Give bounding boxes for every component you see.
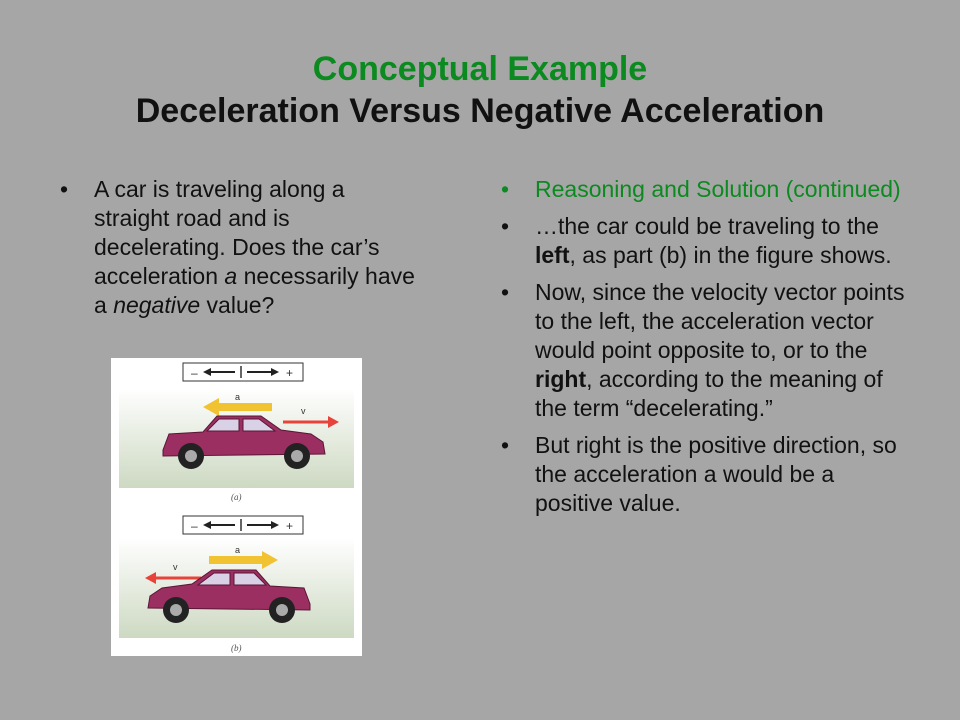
car-b: [147, 569, 311, 623]
question-list: A car is traveling along a straight road…: [57, 175, 417, 320]
solution-text: Now, since the velocity vector points to…: [535, 279, 905, 363]
solution-list: Reasoning and Solution (continued) …the …: [498, 175, 918, 526]
axis-box-b: [182, 515, 304, 535]
axis-right-arrowhead-b: [271, 521, 279, 529]
accel-label-b: a: [235, 545, 240, 555]
solution-bullet-2: Now, since the velocity vector points to…: [498, 278, 918, 423]
question-italic-negative: negative: [113, 292, 201, 318]
solution-bold-right: right: [535, 366, 587, 392]
car-figure-svg: – + a v (a) – +: [119, 362, 354, 653]
solution-bullet-3: But right is the positive direction, so …: [498, 431, 918, 518]
reasoning-heading-bullet: Reasoning and Solution (continued): [498, 175, 918, 204]
axis-minus-a: –: [191, 366, 198, 380]
title-line-2: Deceleration Versus Negative Acceleratio…: [135, 92, 825, 130]
axis-plus-b: +: [286, 519, 293, 533]
axis-box-a: [182, 362, 304, 382]
question-text-3: value?: [200, 292, 275, 318]
velocity-label-b: v: [173, 562, 178, 572]
caption-a: (a): [231, 492, 242, 502]
title-line-1: Conceptual Example: [312, 50, 648, 88]
question-bullet: A car is traveling along a straight road…: [57, 175, 417, 320]
accel-arrow-head-b: [262, 551, 278, 569]
accel-label-a: a: [235, 392, 240, 402]
velocity-arrow-head-a: [328, 416, 339, 428]
car-a: [162, 415, 326, 469]
car-figure: – + a v (a) – +: [111, 358, 362, 656]
axis-plus-a: +: [286, 366, 293, 380]
slide-title: Conceptual Example Deceleration Versus N…: [0, 48, 960, 132]
axis-left-arrowhead-b: [203, 521, 211, 529]
question-text-1: A car is traveling along a straight road…: [94, 176, 380, 289]
question-text-2: necessarily have a: [94, 263, 415, 318]
accel-arrow-head-a: [203, 398, 219, 416]
accel-arrow-shaft-b: [209, 556, 264, 564]
axis-minus-b: –: [191, 519, 198, 533]
solution-bold-left: left: [535, 242, 570, 268]
solution-text: , according to the meaning of the term “…: [535, 366, 883, 421]
caption-b: (b): [231, 643, 242, 653]
velocity-arrow-head-b: [145, 572, 156, 584]
axis-left-arrowhead-a: [203, 368, 211, 376]
velocity-label-a: v: [301, 406, 306, 416]
solution-text: , as part (b) in the figure shows.: [569, 242, 892, 268]
solution-bullet-1: …the car could be traveling to the left,…: [498, 212, 918, 270]
question-italic-a: a: [224, 263, 238, 289]
axis-right-arrowhead-a: [271, 368, 279, 376]
accel-arrow-shaft-a: [217, 403, 272, 411]
solution-text: …the car could be traveling to the: [535, 213, 879, 239]
